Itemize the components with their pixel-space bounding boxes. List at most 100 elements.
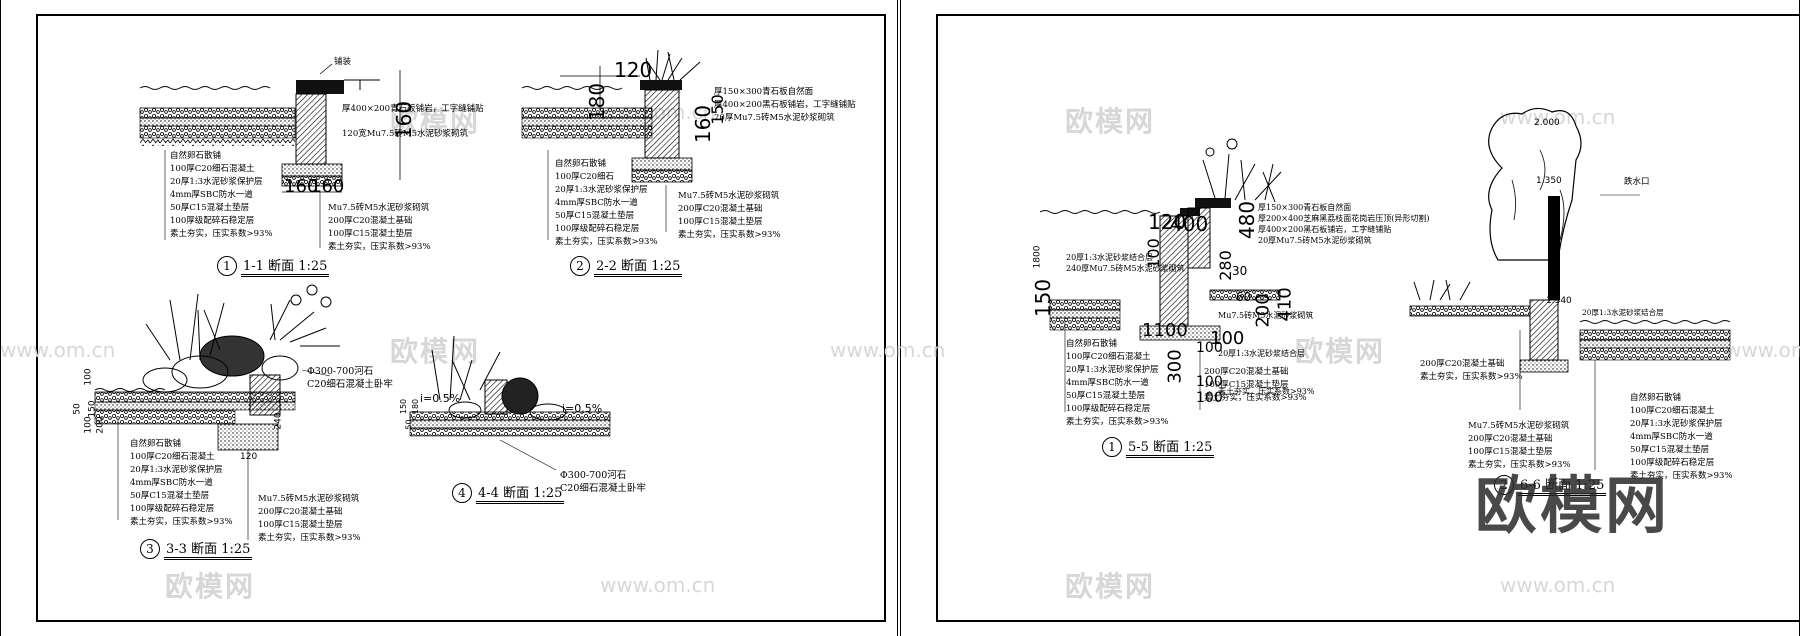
s5-note: 素土夯实，压实系数>93%: [1204, 393, 1307, 403]
s1-note: 120宽Mu7.5砖M5水泥砂浆砌筑: [342, 129, 469, 139]
s5-notes-mid: Mu7.5砖M5水泥砂浆砌筑 20厚1:3水泥砂浆结合层 素土夯实，压实系数>9…: [1218, 308, 1314, 400]
s6-notes-right: 自然卵石散铺 100厚C20细石混凝土 20厚1:3水泥砂浆保护层 4mm厚SB…: [1630, 392, 1733, 483]
s3-note: 素土夯实，压实系数>93%: [130, 517, 233, 527]
s1-note: 20厚1:3水泥砂浆保护层: [170, 177, 263, 187]
s1-note: 100厚C15混凝土垫层: [328, 229, 413, 239]
s6-elev-top: 2.000: [1534, 118, 1560, 128]
sheet-left: [0, 0, 898, 636]
s5-dim: 120: [1148, 210, 1187, 234]
s4-slope: i=0.5%: [420, 392, 461, 405]
section-title-text: 6-6 断面 1:25: [1518, 474, 1607, 496]
s5-notes-bottom: 200厚C20混凝土基础 100厚C15混凝土垫层 素土夯实，压实系数>93%: [1204, 366, 1307, 405]
section-title-text: 1-1 断面 1:25: [241, 255, 330, 277]
s5-note: 4mm厚SBC防水一道: [1066, 378, 1149, 388]
section-title-text: 4-4 断面 1:25: [476, 482, 565, 504]
s1-note: 4mm厚SBC防水一道: [170, 190, 253, 200]
s5-note: 20厚1:3水泥砂浆保护层: [1066, 365, 1159, 375]
s4-slope: i=0.5%: [562, 402, 603, 415]
s5-notes-top-right: 厚150×300青石板自然面 厚200×400芝麻黑荔枝面花岗岩压顶(异形切割)…: [1258, 202, 1429, 246]
section-4-drawing: [409, 335, 611, 471]
s1-notes-bottom-right: Mu7.5砖M5水泥砂浆砌筑 200厚C20混凝土基础 100厚C15混凝土垫层…: [328, 202, 431, 254]
s3-dim: 100: [83, 368, 94, 386]
section-title-text: 5-5 断面 1:25: [1126, 436, 1215, 458]
s3-callout-line: C20细石混凝土卧牢: [307, 379, 393, 390]
s1-note: 100厚级配碎石稳定层: [170, 216, 255, 226]
s5-note: 厚200×400芝麻黑荔枝面花岗岩压顶(异形切割): [1258, 214, 1430, 223]
s5-note: 厚150×300青石板自然面: [1258, 203, 1352, 212]
s5-dim: 100: [1210, 328, 1245, 349]
s2-note: 厚400×200黑石板铺岩，工字缝铺贴: [714, 100, 856, 110]
section-number: 1: [217, 256, 237, 276]
s6-notes-left: 200厚C20混凝土基础 素土夯实，压实系数>93%: [1420, 358, 1523, 384]
s2-note: 20厚1:3水泥砂浆保护层: [555, 185, 648, 195]
s3-dim: 120: [240, 452, 258, 462]
watermark-brand: 欧模网: [390, 105, 481, 138]
s5-dim: 100: [1196, 340, 1223, 356]
section-3-drawing: [94, 284, 340, 540]
s6-outlet-label: 跌水口: [1624, 177, 1650, 187]
s2-note: 50厚C15混凝土垫层: [555, 211, 635, 221]
s2-note: Mu7.5砖M5水泥砂浆砌筑: [678, 191, 780, 201]
drawing-frame-left: [36, 14, 886, 622]
section-number: 3: [140, 539, 160, 559]
watermark-url: www.om.cn: [1725, 338, 1800, 362]
s4-dim: 180: [411, 398, 421, 415]
s3-note: 100厚C20细石混凝土: [130, 452, 215, 462]
s5-note: 20厚Mu7.5砖M5水泥砂浆砌筑: [1258, 236, 1372, 245]
s2-dim: 180: [585, 82, 610, 122]
s5-dim: 150: [1031, 278, 1056, 318]
watermark-url: www.om.cn: [600, 573, 716, 597]
section-6-title: 2 6-6 断面 1:25: [1494, 474, 1607, 496]
s6-note: 20厚1:3水泥砂浆保护层: [1630, 419, 1723, 429]
watermark-brand: 欧模网: [1065, 105, 1156, 138]
s5-note: 240厚Mu7.5砖M5水泥砂浆砌筑: [1066, 264, 1185, 273]
s1-note: 自然卵石散铺: [170, 151, 222, 161]
s2-dim: 120: [614, 58, 653, 82]
s2-notes-left: 自然卵石散铺 100厚C20细石 20厚1:3水泥砂浆保护层 4mm厚SBC防水…: [555, 158, 658, 249]
section-4-title: 4 4-4 断面 1:25: [452, 482, 565, 504]
s3-note: 100厚C15混凝土垫层: [258, 520, 343, 530]
s6-note: 100厚级配碎石稳定层: [1630, 458, 1715, 468]
s6-elev-outlet: 1.350: [1536, 176, 1562, 186]
s5-dim: 100: [1143, 238, 1163, 269]
s2-notes-bottom-right: Mu7.5砖M5水泥砂浆砌筑 200厚C20混凝土基础 100厚C15混凝土垫层…: [678, 190, 781, 242]
s3-note: 自然卵石散铺: [130, 439, 182, 449]
section-title-text: 3-3 断面 1:25: [164, 538, 253, 560]
overlay-brand-watermark: 欧模网: [1475, 469, 1671, 542]
s5-dim: 100: [1196, 374, 1223, 390]
s3-note: 200厚C20混凝土基础: [258, 507, 343, 517]
s6-note: 50厚C15混凝土垫层: [1630, 445, 1710, 455]
section-number: 1: [1102, 437, 1122, 457]
s2-note: 自然卵石散铺: [555, 159, 607, 169]
s5-note: 100厚C15混凝土垫层: [1204, 380, 1289, 390]
s5-note: 厚400×200黑石板铺岩，工字缝铺贴: [1258, 225, 1392, 234]
s1-dim: 160: [284, 176, 319, 197]
s3-note: 100厚级配碎石稳定层: [130, 504, 215, 514]
s3-callout: Φ300-700河石 C20细石混凝土卧牢: [307, 365, 393, 391]
s1-dim: 160: [310, 176, 345, 197]
section-2-drawing: [521, 49, 701, 240]
s6-note: Mu7.5砖M5水泥砂浆砌筑: [1468, 421, 1570, 431]
s1-callout-top: 铺装: [334, 57, 352, 67]
section-1-drawing: [139, 63, 401, 248]
watermark-brand: 欧模网: [1295, 335, 1386, 368]
s3-dim: 100: [83, 416, 94, 434]
s3-dim: 150: [87, 400, 98, 418]
s6-elev-water: 1.340: [1546, 296, 1572, 306]
section-5-title: 1 5-5 断面 1:25: [1102, 436, 1215, 458]
s5-note: 100厚C20细石混凝土: [1066, 352, 1151, 362]
s5-dim: 1100: [1142, 320, 1188, 341]
section-6-drawing: [1409, 107, 1731, 470]
section-3-title: 3 3-3 断面 1:25: [140, 538, 253, 560]
s2-note: 4mm厚SBC防水一道: [555, 198, 638, 208]
s5-note: 素土夯实，压实系数>93%: [1218, 387, 1315, 396]
s2-note: 素土夯实，压实系数>93%: [555, 237, 658, 247]
s6-note: 100厚C15混凝土垫层: [1468, 447, 1553, 457]
watermark-url: www.om.cn: [1500, 573, 1616, 597]
s5-note: 50厚C15混凝土垫层: [1066, 391, 1146, 401]
s3-note: 4mm厚SBC防水一道: [130, 478, 213, 488]
s1-note: 50厚C15混凝土垫层: [170, 203, 250, 213]
s3-dim: 200: [95, 416, 106, 434]
s6-note: 100厚C20细石混凝土: [1630, 406, 1715, 416]
